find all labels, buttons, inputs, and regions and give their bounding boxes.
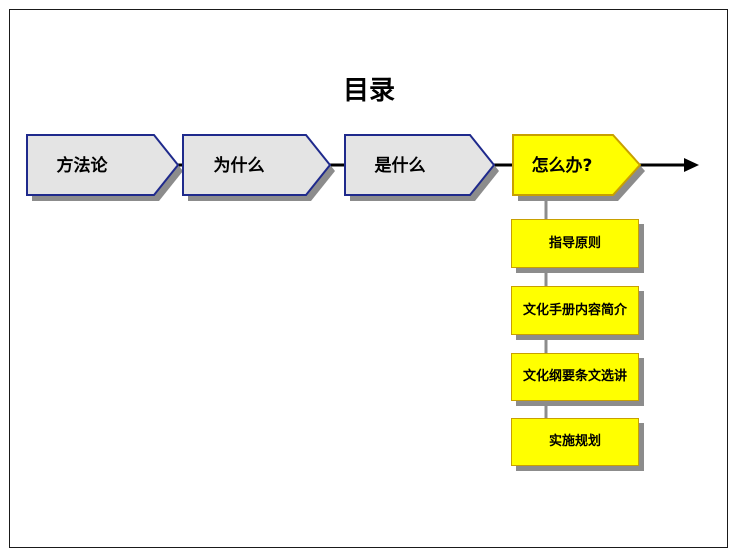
detail-label: 文化手册内容简介 [522,302,627,318]
step-label: 是什么 [375,155,426,176]
detail-item-guiding-principles[interactable]: 指导原则 [511,219,639,268]
step-label: 怎么办? [532,155,593,176]
detail-item-handbook-intro[interactable]: 文化手册内容简介 [511,286,639,335]
detail-item-implementation-plan[interactable]: 实施规划 [511,418,639,466]
step-methodology[interactable]: 方法论 [26,134,183,201]
step-what[interactable]: 是什么 [344,134,499,201]
detail-label: 实施规划 [548,434,601,449]
detail-item-outline-lecture[interactable]: 文化纲要条文选讲 [511,353,639,401]
step-how[interactable]: 怎么办? [512,134,645,201]
timeline-arrow-icon [684,158,699,172]
detail-label: 文化纲要条文选讲 [522,369,627,384]
step-label: 为什么 [214,155,265,176]
step-why[interactable]: 为什么 [182,134,335,201]
step-label: 方法论 [57,155,109,176]
detail-label: 指导原则 [548,235,601,251]
page-title: 目录 [342,76,395,106]
